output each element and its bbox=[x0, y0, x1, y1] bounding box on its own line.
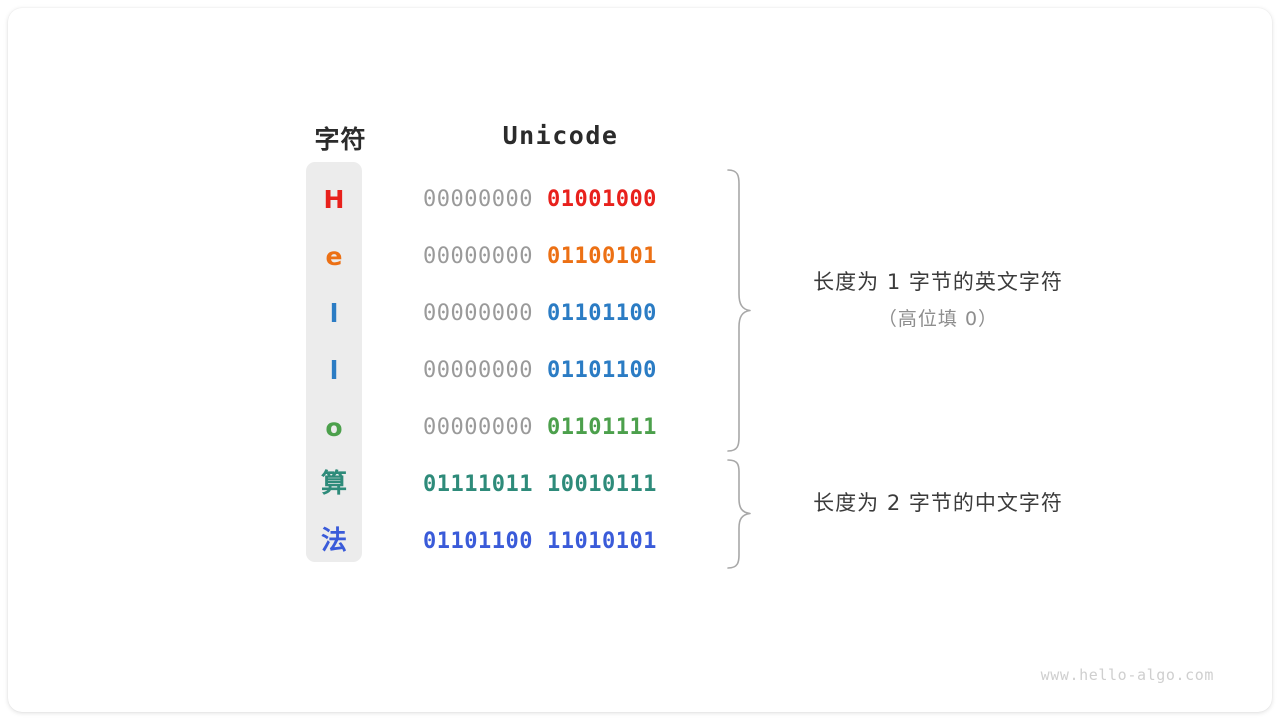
unicode-bits-cell: 00000000 01100101 bbox=[423, 228, 698, 285]
brace-two-byte bbox=[726, 458, 752, 570]
character-cell: H bbox=[323, 185, 345, 214]
annotation-one-byte: 长度为 1 字节的英文字符 （高位填 0） bbox=[753, 266, 1123, 331]
unicode-bits-cell: 00000000 01101100 bbox=[423, 285, 698, 342]
character-cell: 法 bbox=[320, 526, 347, 556]
brace-one-byte bbox=[726, 168, 752, 453]
unicode-high-byte: 01111011 bbox=[423, 472, 533, 497]
unicode-low-byte: 11010101 bbox=[546, 529, 657, 554]
column-header-unicode: Unicode bbox=[502, 121, 619, 150]
character-cell: l bbox=[329, 299, 339, 328]
unicode-encoding-diagram: 字符 Unicode H 00000000 01001000 e 00000000 011… bbox=[8, 8, 1272, 712]
annotation-one-byte-sub: （高位填 0） bbox=[877, 308, 999, 330]
character-cell: 算 bbox=[320, 469, 347, 499]
annotation-two-byte: 长度为 2 字节的中文字符 bbox=[753, 487, 1123, 517]
character-cell: l bbox=[329, 356, 339, 385]
unicode-high-byte: 00000000 bbox=[423, 358, 533, 383]
unicode-low-byte: 01100101 bbox=[546, 244, 657, 269]
character-cell: e bbox=[325, 242, 343, 271]
unicode-bits-cell: 00000000 01001000 bbox=[423, 171, 698, 228]
diagram-card: 字符 Unicode H 00000000 01001000 e 00000000 011… bbox=[8, 8, 1272, 712]
unicode-low-byte: 01101100 bbox=[546, 358, 657, 383]
unicode-low-byte: 10010111 bbox=[546, 472, 657, 497]
unicode-high-byte: 00000000 bbox=[423, 415, 533, 440]
character-cell: o bbox=[325, 413, 343, 442]
unicode-high-byte: 01101100 bbox=[423, 529, 533, 554]
unicode-bits-cell: 01101100 11010101 bbox=[423, 513, 698, 570]
unicode-high-byte: 00000000 bbox=[423, 301, 533, 326]
unicode-high-byte: 00000000 bbox=[423, 187, 533, 212]
column-header-character: 字符 bbox=[314, 125, 367, 154]
unicode-bits-cell: 00000000 01101111 bbox=[423, 399, 698, 456]
unicode-low-byte: 01101111 bbox=[546, 415, 657, 440]
unicode-high-byte: 00000000 bbox=[423, 244, 533, 269]
unicode-bits-cell: 00000000 01101100 bbox=[423, 342, 698, 399]
unicode-low-byte: 01101100 bbox=[546, 301, 657, 326]
character-column-panel bbox=[306, 162, 362, 562]
unicode-low-byte: 01001000 bbox=[546, 187, 657, 212]
footer-watermark: www.hello-algo.com bbox=[1040, 666, 1214, 684]
unicode-bits-cell: 01111011 10010111 bbox=[423, 456, 698, 513]
annotation-two-byte-main: 长度为 2 字节的中文字符 bbox=[813, 491, 1063, 515]
annotation-one-byte-main: 长度为 1 字节的英文字符 bbox=[813, 270, 1063, 294]
